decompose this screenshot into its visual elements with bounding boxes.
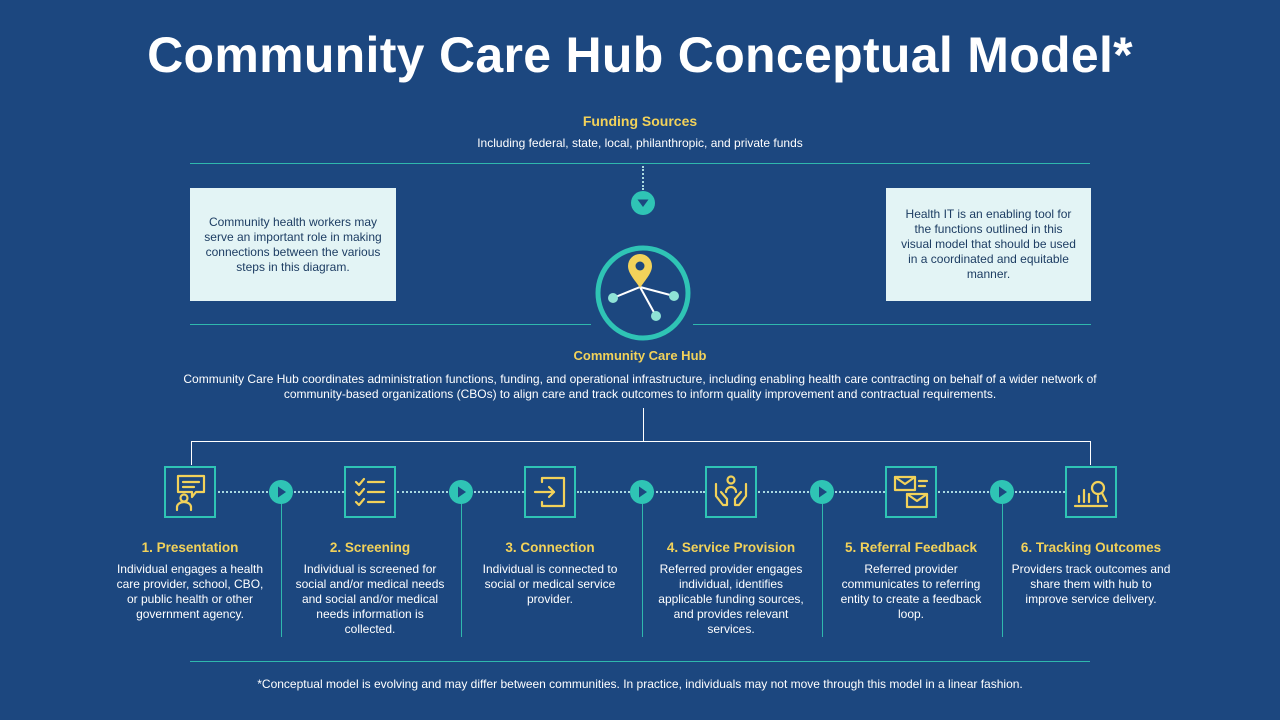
hub-line-left xyxy=(190,324,591,325)
separator-1 xyxy=(281,503,282,637)
funding-divider xyxy=(190,163,1090,164)
footer-divider xyxy=(190,661,1090,662)
chart-search-icon xyxy=(1065,466,1117,518)
step-2-description: Individual is screened for social and/or… xyxy=(295,562,445,636)
tree-bar xyxy=(191,441,1091,442)
play-arrow-icon xyxy=(810,480,834,504)
step-1-description: Individual engages a health care provide… xyxy=(116,562,264,621)
funding-subtitle: Including federal, state, local, philant… xyxy=(477,136,803,150)
step-1-title: 1. Presentation xyxy=(141,540,239,555)
separator-4 xyxy=(822,503,823,637)
step-4-description: Referred provider engages individual, id… xyxy=(658,562,804,636)
down-arrow-icon xyxy=(631,191,655,215)
hub-network-icon xyxy=(593,243,693,343)
envelopes-icon xyxy=(885,466,937,518)
person-speech-icon xyxy=(164,466,216,518)
step-6-title: 6. Tracking Outcomes xyxy=(1020,540,1162,555)
footnote: *Conceptual model is evolving and may di… xyxy=(257,677,1023,691)
funding-connector xyxy=(642,166,644,190)
play-arrow-icon xyxy=(990,480,1014,504)
checklist-icon xyxy=(344,466,396,518)
health-it-note-box: Health IT is an enabling tool for the fu… xyxy=(886,188,1091,301)
step-4-title: 4. Service Provision xyxy=(666,540,796,555)
page-title: Community Care Hub Conceptual Model* xyxy=(147,27,1133,83)
tree-drop-left xyxy=(191,441,192,465)
step-3-description: Individual is connected to social or med… xyxy=(482,562,618,606)
tree-drop-right xyxy=(1090,441,1091,465)
step-6-description: Providers track outcomes and share them … xyxy=(1011,562,1171,606)
play-arrow-icon xyxy=(449,480,473,504)
enter-icon xyxy=(524,466,576,518)
tree-trunk xyxy=(643,408,644,442)
step-5-title: 5. Referral Feedback xyxy=(844,540,978,555)
separator-2 xyxy=(461,503,462,637)
step-2-title: 2. Screening xyxy=(329,540,411,555)
hub-description: Community Care Hub coordinates administr… xyxy=(183,372,1097,401)
hub-title: Community Care Hub xyxy=(573,348,707,363)
funding-title: Funding Sources xyxy=(582,113,698,129)
hands-care-icon xyxy=(705,466,757,518)
step-3-title: 3. Connection xyxy=(505,540,595,555)
chw-note-box: Community health workers may serve an im… xyxy=(190,188,396,301)
separator-3 xyxy=(642,503,643,637)
play-arrow-icon xyxy=(269,480,293,504)
hub-line-right xyxy=(693,324,1091,325)
separator-5 xyxy=(1002,503,1003,637)
step-5-description: Referred provider communicates to referr… xyxy=(840,562,982,621)
play-arrow-icon xyxy=(630,480,654,504)
